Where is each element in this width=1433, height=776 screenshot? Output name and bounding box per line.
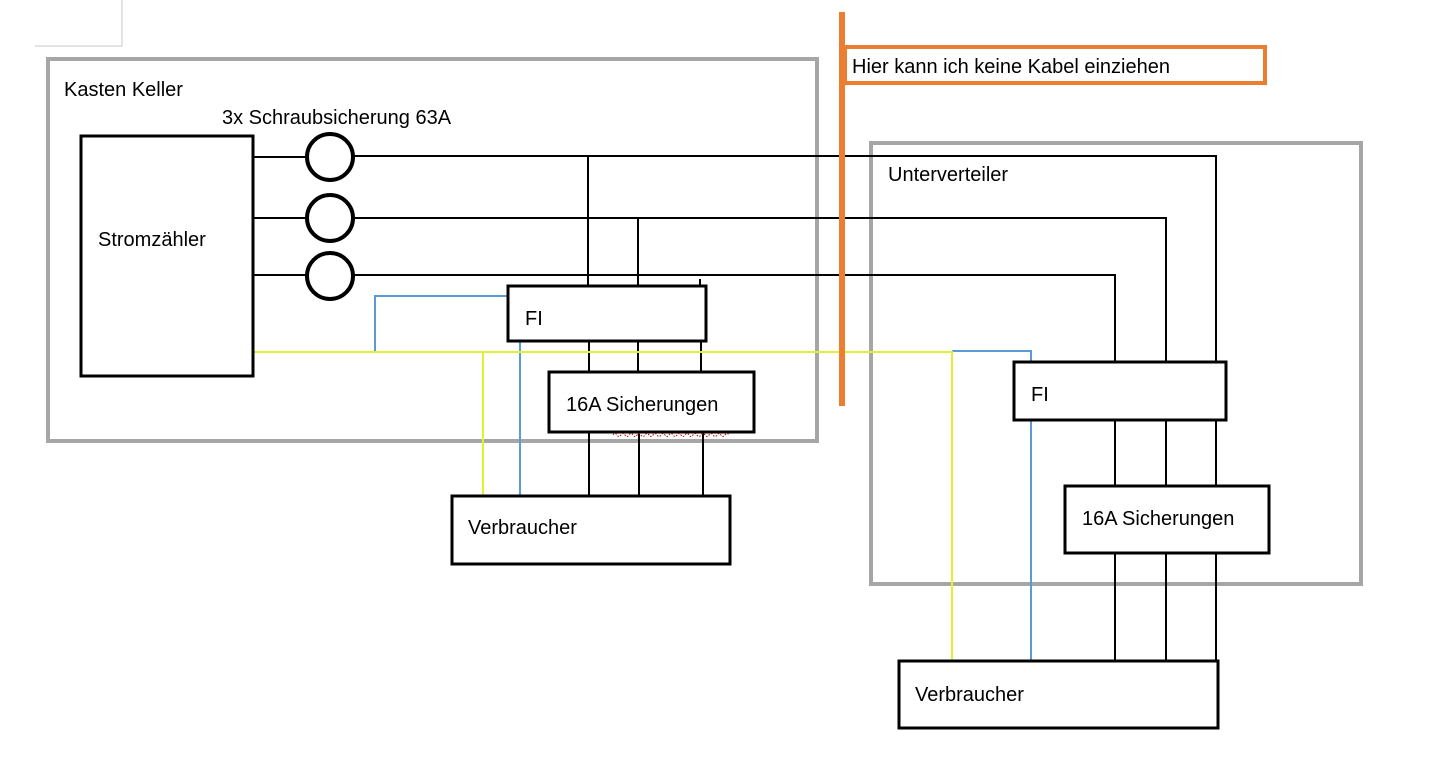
right-fi-label: FI bbox=[1031, 384, 1049, 406]
left-fi-label: FI bbox=[525, 308, 543, 330]
meter-box bbox=[79, 134, 255, 378]
neutral-to-right-fi-wire bbox=[952, 350, 1032, 362]
meter-label: Stromzähler bbox=[98, 229, 206, 251]
kasten-keller-enclosure bbox=[46, 57, 819, 443]
right-consumer-box bbox=[897, 659, 1220, 730]
left-consumer-box bbox=[450, 494, 732, 566]
right-fi-box bbox=[1012, 360, 1228, 422]
neutral-wires bbox=[374, 295, 1032, 661]
left-fi-box bbox=[506, 284, 708, 343]
neutral-to-left-fi-wire bbox=[374, 295, 509, 351]
right-consumer-label: Verbraucher bbox=[915, 684, 1024, 706]
screw-fuse-1 bbox=[305, 132, 355, 182]
note-box bbox=[843, 45, 1267, 85]
phase-wires bbox=[254, 155, 1217, 661]
left-consumer-label: Verbraucher bbox=[468, 517, 577, 539]
phase-l3-wire bbox=[354, 274, 1116, 362]
left-breakers-box bbox=[547, 370, 756, 434]
page-corner-marker bbox=[35, 0, 123, 47]
fuse-caption-label: 3x Schraubsicherung 63A bbox=[222, 107, 452, 129]
earth-main-wire bbox=[254, 351, 953, 661]
screw-fuse-2 bbox=[305, 193, 355, 243]
phase-l2-wire bbox=[354, 217, 1167, 362]
earth-wires bbox=[254, 351, 953, 661]
right-breakers-label: 16A Sicherungen bbox=[1082, 508, 1234, 530]
spellcheck-squiggle bbox=[612, 433, 730, 437]
right-breakers-box bbox=[1063, 484, 1271, 555]
phase-l1-wire bbox=[354, 155, 1217, 362]
screw-fuse-3 bbox=[305, 251, 355, 301]
unterverteiler-label: Unterverteiler bbox=[888, 164, 1008, 186]
kasten-keller-label: Kasten Keller bbox=[64, 79, 183, 101]
note-label: Hier kann ich keine Kabel einziehen bbox=[852, 56, 1170, 78]
left-breakers-label: 16A Sicherungen bbox=[566, 394, 718, 416]
